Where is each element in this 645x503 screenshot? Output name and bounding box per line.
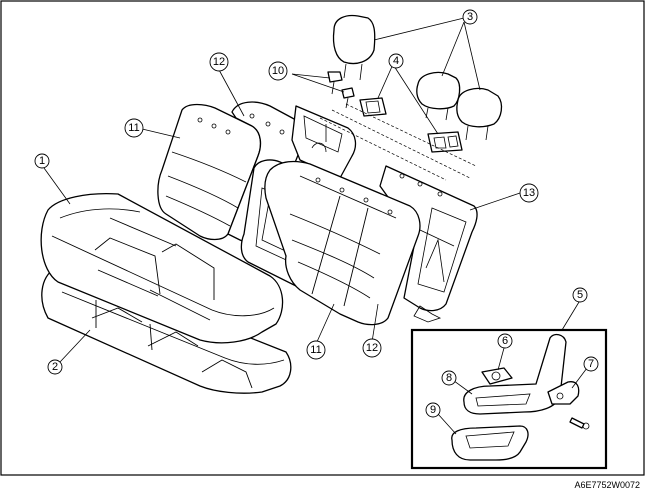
seatback-left (157, 103, 262, 241)
svg-text:1: 1 (39, 155, 45, 167)
svg-text:4: 4 (393, 55, 399, 67)
svg-text:3: 3 (467, 11, 473, 23)
callout-4: 4 (388, 53, 404, 69)
headrest-sleeve-a (359, 97, 387, 117)
svg-text:6: 6 (502, 335, 508, 347)
callout-11: 11 (124, 118, 144, 138)
callout-9: 9 (425, 402, 441, 418)
svg-text:12: 12 (213, 56, 225, 68)
headrest-sleeve-b (427, 131, 463, 153)
callout-8: 8 (441, 370, 457, 386)
callout-3: 3 (462, 9, 478, 25)
svg-text:10: 10 (272, 65, 284, 77)
svg-text:13: 13 (523, 187, 535, 199)
svg-text:9: 9 (430, 404, 436, 416)
callout-6: 6 (497, 333, 513, 349)
seat-cushion-upper (40, 192, 284, 344)
svg-text:2: 2 (52, 361, 58, 373)
headrest-right-a (416, 71, 461, 121)
armrest-lid (437, 413, 529, 461)
callout-12-lower: 12 (362, 338, 382, 358)
callout-13: 13 (519, 183, 539, 203)
callout-7: 7 (583, 356, 599, 372)
armrest-inset (410, 301, 608, 470)
callout-10: 10 (268, 61, 288, 81)
svg-text:11: 11 (128, 122, 139, 134)
headrest-guide (291, 71, 355, 109)
seatback-frame-right (379, 165, 478, 323)
callout-1: 1 (34, 153, 50, 169)
armrest-hinge (547, 363, 591, 405)
svg-text:7: 7 (588, 358, 594, 370)
cup-holder (481, 347, 513, 385)
svg-text:12: 12 (366, 342, 378, 354)
callout-12: 12 (209, 52, 229, 72)
svg-text:5: 5 (577, 289, 583, 301)
headrest-right-b (456, 87, 503, 141)
figure-code: A6E7752W0072 (574, 480, 640, 490)
headrest-center (332, 14, 376, 81)
diagram-border (0, 0, 645, 476)
hinge-screw (569, 417, 590, 430)
callout-2: 2 (47, 359, 63, 375)
svg-text:8: 8 (446, 372, 452, 384)
callout-11-lower: 11 (306, 340, 326, 360)
svg-text:11: 11 (310, 344, 321, 356)
seatback-right (264, 160, 421, 326)
callout-5: 5 (572, 287, 588, 303)
